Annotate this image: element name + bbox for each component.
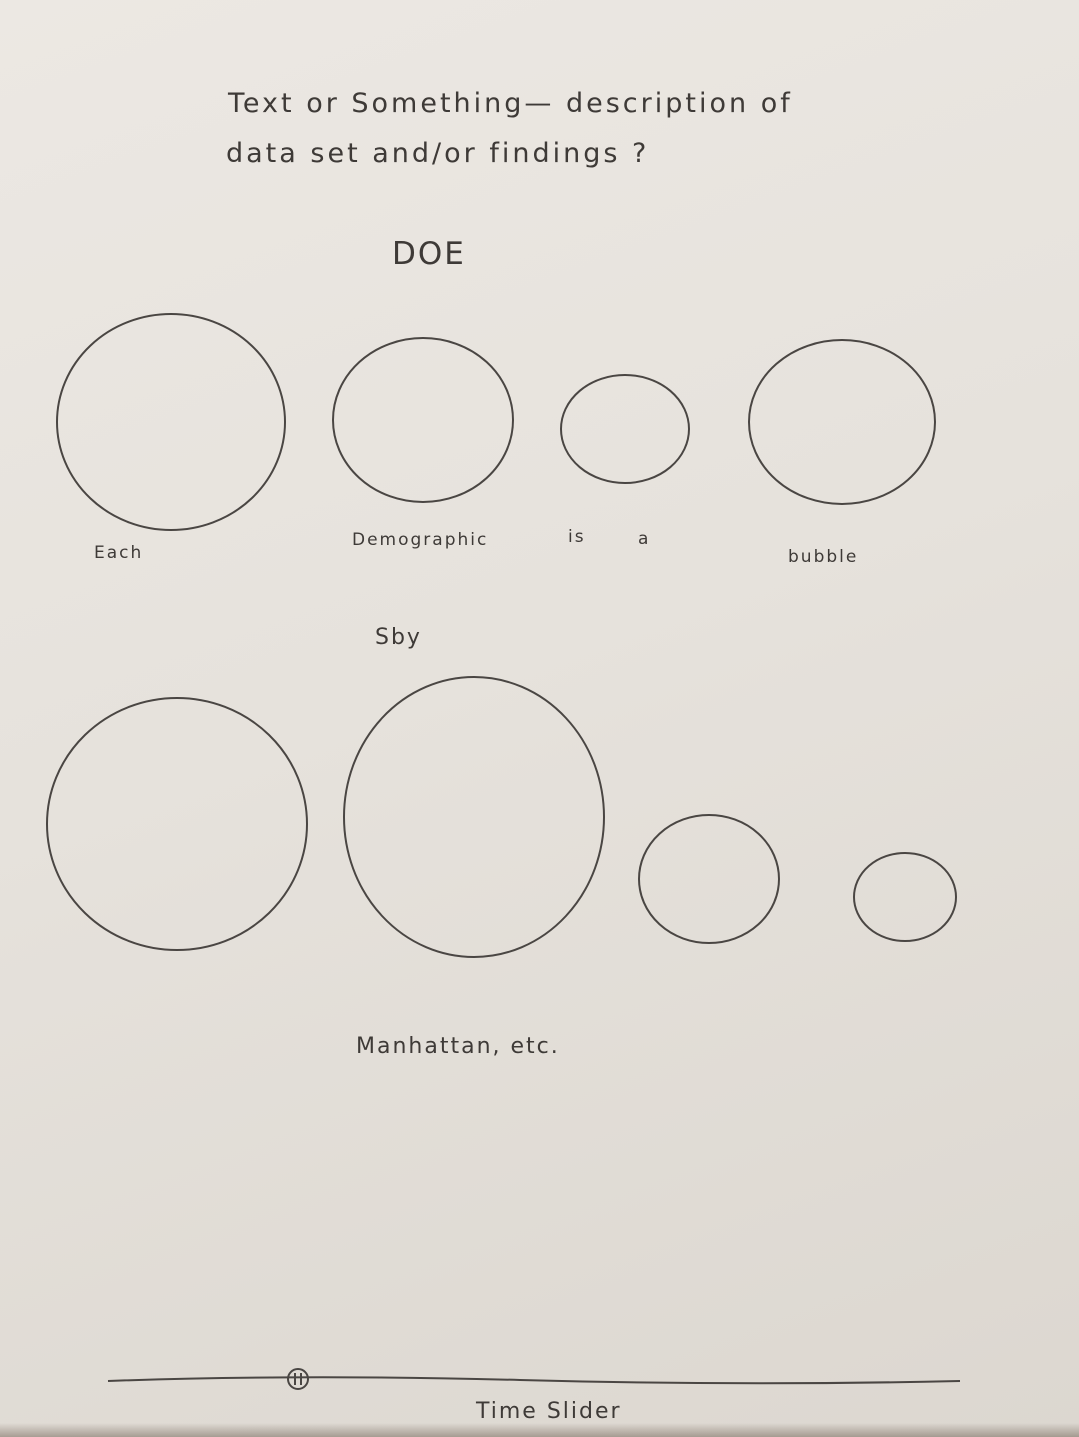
time-slider-handle[interactable] (287, 1368, 309, 1390)
intro-line-1: Text or Something— description of (228, 88, 793, 119)
paper-edge-shadow (0, 1423, 1079, 1437)
intro-line-2: data set and/or findings ? (226, 138, 650, 169)
sby-bubble-3[interactable] (638, 814, 780, 944)
sby-bubble-4[interactable] (853, 852, 957, 942)
doe-bubble-4[interactable] (748, 339, 936, 505)
sby-bubble-1[interactable] (46, 697, 308, 951)
group-title-doe: DOE (392, 236, 466, 272)
bubble-label-is: is (568, 527, 586, 547)
group-title-sby: Sby (375, 625, 422, 650)
time-slider-track[interactable] (107, 1376, 961, 1385)
time-slider-label: Time Slider (476, 1399, 622, 1424)
sby-bubble-2[interactable] (343, 676, 605, 958)
bubble-label-demographic: Demographic (352, 530, 489, 550)
bubble-label-a: a (638, 529, 651, 549)
bubble-label-each: Each (94, 543, 144, 563)
doe-bubble-3[interactable] (560, 374, 690, 484)
doe-bubble-1[interactable] (56, 313, 286, 531)
bubble-label-bubble: bubble (788, 547, 859, 567)
group-footer-label: Manhattan, etc. (356, 1034, 560, 1059)
doe-bubble-2[interactable] (332, 337, 514, 503)
